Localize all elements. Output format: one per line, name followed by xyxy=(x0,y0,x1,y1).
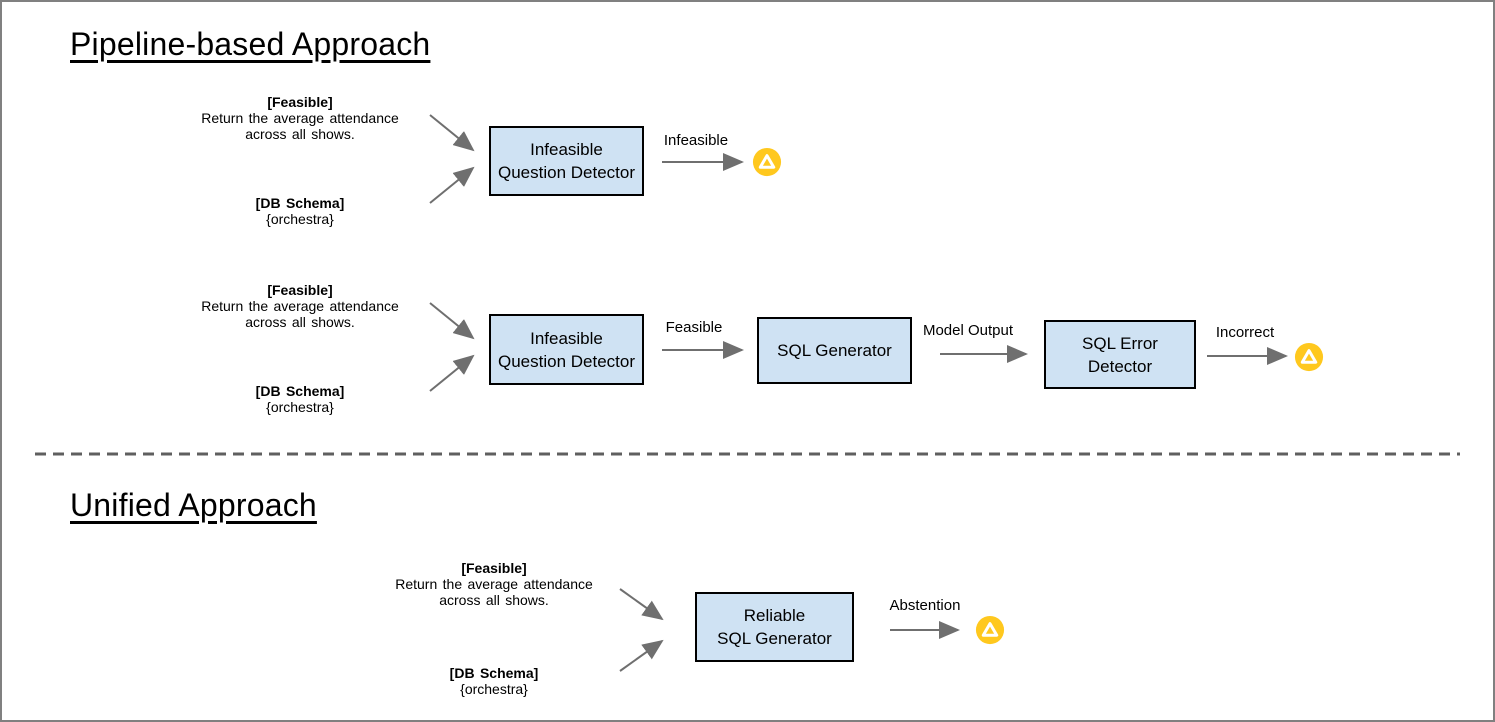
edge-label-incorrect: Incorrect xyxy=(1215,324,1275,341)
unified-section-title: Unified Approach xyxy=(70,487,317,523)
feasible-tag: [Feasible] xyxy=(267,94,333,110)
edge-label-model-output: Model Output xyxy=(922,322,1014,339)
pipeline-section-title: Pipeline-based Approach xyxy=(70,26,431,62)
box-label-line1: SQL Error xyxy=(1082,333,1158,353)
edge-label-abstention: Abstention xyxy=(889,597,961,614)
schema-input-block: [DB Schema] {orchestra} xyxy=(160,195,440,227)
db-schema-value: {orchestra} xyxy=(460,681,528,697)
schema-input-block: [DB Schema] {orchestra} xyxy=(354,665,634,697)
box-label-line1: Infeasible xyxy=(530,140,603,159)
edge-label-infeasible: Infeasible xyxy=(663,132,729,149)
question-text-line1: Return the average attendance xyxy=(201,110,399,126)
db-schema-tag: [DB Schema] xyxy=(449,665,539,681)
warning-icon xyxy=(752,147,782,177)
question-text-line2: across all shows. xyxy=(439,592,549,608)
warning-icon xyxy=(975,615,1005,645)
feasible-tag: [Feasible] xyxy=(461,560,527,576)
box-label-line2: Question Detector xyxy=(497,163,635,182)
warning-icon xyxy=(1294,342,1324,372)
question-input-block: [Feasible] Return the average attendance… xyxy=(160,282,440,330)
question-text-line1: Return the average attendance xyxy=(201,298,399,314)
box-label-line2: SQL Generator xyxy=(717,629,832,648)
edge-label-feasible: Feasible xyxy=(665,319,723,336)
question-text-line2: across all shows. xyxy=(245,126,355,142)
question-input-block: [Feasible] Return the average attendance… xyxy=(354,560,634,608)
reliable-sql-generator-box: Reliable SQL Generator xyxy=(695,592,854,662)
db-schema-value: {orchestra} xyxy=(266,211,334,227)
box-label-line1: Infeasible xyxy=(530,328,603,348)
schema-input-block: [DB Schema] {orchestra} xyxy=(160,383,440,415)
question-text-line2: across all shows. xyxy=(245,314,355,330)
feasible-tag: [Feasible] xyxy=(267,282,333,298)
sql-generator-box: SQL Generator xyxy=(757,317,912,384)
infeasible-question-detector-box: Infeasible Question Detector xyxy=(489,126,644,196)
box-label-line2: Question Detector xyxy=(497,351,635,371)
box-label-line1: Reliable xyxy=(743,606,806,625)
question-input-block: [Feasible] Return the average attendance… xyxy=(160,94,440,142)
sql-error-detector-box: SQL Error Detector xyxy=(1044,320,1196,389)
db-schema-tag: [DB Schema] xyxy=(255,195,345,211)
box-label-line1: SQL Generator xyxy=(777,341,892,360)
db-schema-tag: [DB Schema] xyxy=(255,383,345,399)
db-schema-value: {orchestra} xyxy=(266,399,334,415)
question-text-line1: Return the average attendance xyxy=(395,576,593,592)
infeasible-question-detector-box: Infeasible Question Detector xyxy=(489,314,644,385)
box-label-line2: Detector xyxy=(1087,356,1153,376)
